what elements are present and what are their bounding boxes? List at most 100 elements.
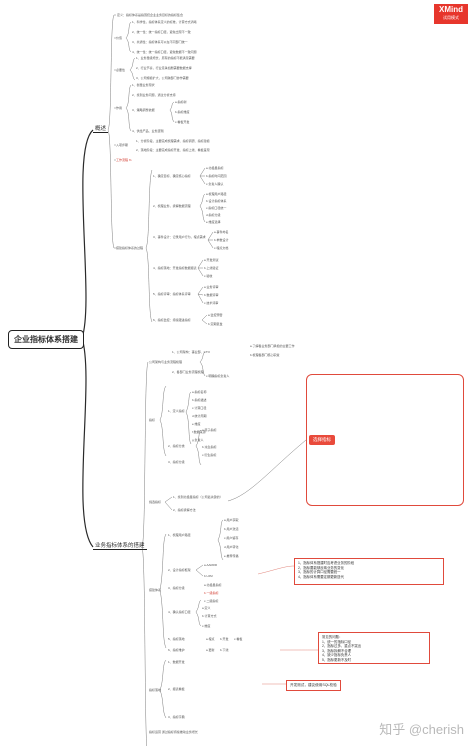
branch-overview	[81, 129, 94, 339]
metrics-sub: c.衍生指标	[202, 452, 216, 457]
metrics-sub: f.数据来源	[192, 429, 206, 434]
brace-metrics-g1	[185, 391, 192, 445]
branch-impl	[81, 337, 94, 548]
process-sub: b.定期复盘	[208, 321, 223, 326]
build-sub: b.UJM	[204, 574, 213, 578]
logo-sub: 试用模式	[443, 15, 459, 20]
brace-metrics	[159, 385, 167, 457]
brace-build	[159, 533, 167, 649]
metrics-sub: c.计算口径	[192, 405, 206, 410]
build-sub: b.下线	[220, 647, 229, 652]
process-sub: c.验收	[204, 273, 212, 278]
brace-deploy	[159, 659, 167, 719]
metrics-label: 指标	[149, 417, 155, 422]
brace-metrics-g2	[195, 429, 202, 466]
brace-impl	[141, 361, 149, 746]
process-sub: b.设计指标体系	[206, 198, 227, 203]
metrics-group: 1、定义指标	[168, 408, 185, 413]
build-sub-highlight: b.一级指标	[204, 590, 219, 595]
brace-process	[145, 169, 153, 323]
select-item: 1、找到北极星指标（公司最关键的）	[173, 494, 223, 499]
topic-impl[interactable]: 业务指标体系的搭建	[93, 543, 147, 550]
build-sub: b.用户激活	[224, 526, 239, 531]
build-sub: a.用户获取	[224, 517, 239, 522]
process-sub: c.技术评审	[204, 300, 218, 305]
brace-company	[199, 351, 206, 377]
brace-step2	[199, 193, 206, 223]
brace-role	[125, 84, 132, 132]
build-sub: b.开发	[220, 636, 229, 641]
brace-step3	[207, 231, 214, 249]
build-sub: d.用户转化	[224, 544, 239, 549]
process-sub: b.数据评审	[204, 292, 219, 297]
metrics-sub: a.原子指标	[202, 427, 217, 432]
note-top: 1、指标体系搭建时应考虑业务的阶段 2、指标要能够反映业务的变化 3、指标的计算…	[294, 558, 444, 585]
build-step: 6、指标维护	[168, 647, 185, 652]
watermark: 知乎 @cherish	[379, 722, 464, 737]
role-sub: b.指标维度	[175, 109, 190, 114]
note-bottom: 开发测试，建议使用SQL校验	[286, 680, 341, 691]
process-step: 2、梳理业务，拆解数据流程	[153, 203, 191, 208]
company-sub: a.了解各业务部门承担的主要工作	[250, 343, 295, 348]
brace-step4	[197, 259, 204, 277]
brace-build-s2	[195, 564, 204, 577]
process-sub: c.负责人确认	[206, 181, 223, 186]
build-step: 4、确认指标口径	[168, 609, 191, 614]
note-line: 3、指标拆解不合理	[322, 648, 352, 653]
build-sub: e.推荐传播	[224, 553, 239, 558]
company-sub: b.梳理各部门核心职责	[250, 352, 280, 357]
role-item: 4、供给产品、业务逻辑	[132, 128, 164, 133]
process-step: 6、指标监控：持续跟进指标	[153, 317, 191, 322]
select-label: 挑选指标	[149, 499, 161, 504]
process-label: 搭建指标体系的过程	[116, 245, 143, 250]
value-item: 4、统一性：统一指标口径，避免数据不一致问题	[132, 49, 197, 54]
brace-step5	[197, 286, 204, 304]
company-item: 2、各部门业务流程梳理	[172, 369, 204, 374]
process-sub: e.维度选择	[206, 219, 221, 224]
role-label: 作用	[116, 105, 122, 110]
root-topic[interactable]: 企业指标体系搭建	[8, 330, 84, 349]
note-line: 1、指标体系搭建时应考虑业务的阶段	[298, 561, 355, 565]
build-step: 2、设计指标框架	[168, 567, 191, 572]
metrics-sub: a.指标名称	[192, 389, 207, 394]
note-line: 1、统一的指标口径	[322, 639, 352, 644]
company-sub: c.明确指标负责人	[206, 373, 229, 378]
company-label: 公司架构与业务流程梳理	[149, 359, 182, 364]
build-step: 3、指标分级	[168, 585, 185, 590]
process-sub: a.北极星指标	[206, 165, 224, 170]
process-sub: a.梳理用户路径	[206, 191, 227, 196]
brace-overview-bottom	[107, 129, 115, 249]
role-sub: c.看板开发	[175, 119, 189, 124]
deploy-item: 1、数据开发	[168, 659, 185, 664]
value-item: 1、科学性，指标体系定义的标准，计算方式清晰	[132, 19, 197, 24]
build-sub: c.维度	[202, 623, 210, 628]
role-sub: a.指标树	[175, 99, 187, 104]
note-line: 3、指标的计算口径需要统一	[298, 570, 341, 575]
note-line: 2、指标过多，重点不突出	[322, 644, 362, 649]
entry-label: 入项步骤	[116, 142, 128, 147]
connector-select-panel	[227, 439, 307, 502]
build-sub: c.看板	[234, 636, 242, 641]
build-sub: c.用户留存	[224, 535, 238, 540]
brace-build-s1	[217, 519, 224, 561]
process-sub: c.指标口径统一	[206, 205, 226, 210]
metrics-sub: b.指标描述	[192, 397, 207, 402]
build-label: 搭建体系	[149, 587, 161, 592]
process-sub: a.监控预警	[208, 312, 223, 317]
brace-select	[164, 496, 173, 511]
process-sub: a.业务评审	[204, 284, 219, 289]
selection-tag[interactable]: 选择指标	[309, 435, 335, 445]
note-line: 2、指标要能够反映业务的变化	[298, 565, 344, 570]
topic-overview[interactable]: 概述	[93, 126, 109, 133]
necessity-item: 2、行业节奏，行业竞争加剧需要数据支撑	[136, 65, 192, 70]
process-sub: a.开发测试	[204, 257, 219, 262]
entry-item: 1、分析阶段，主要完成梳理需求、指标调研、指标建模	[136, 138, 210, 143]
necessity-label: 必要性	[116, 67, 125, 72]
build-sub: c.二级指标	[204, 598, 218, 603]
process-sub: c.埋点文档	[214, 245, 228, 250]
process-step: 5、指标评审：指标体系评审	[153, 291, 191, 296]
connector-note-top	[257, 565, 295, 575]
process-sub: d.指标分级	[206, 212, 221, 217]
role-item: 1、衡量业务现状	[132, 82, 155, 87]
process-step: 1、确定目标、确定核心指标	[153, 173, 191, 178]
